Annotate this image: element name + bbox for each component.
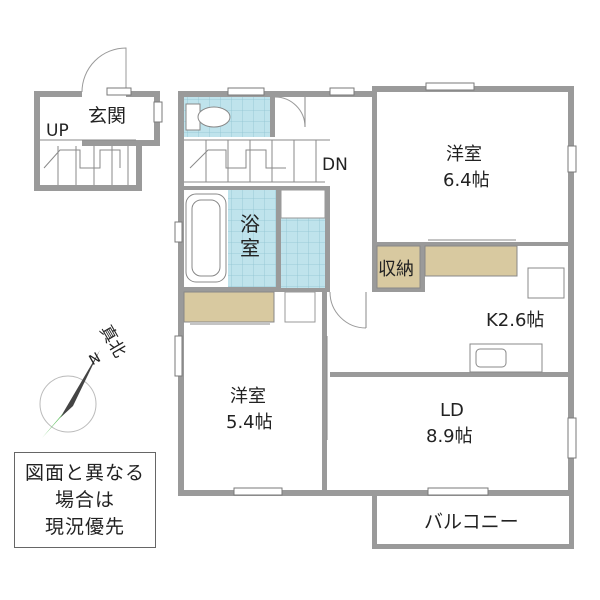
label-storage: 収納: [378, 259, 414, 280]
label-genkan: 玄関: [88, 105, 126, 127]
label-yoshitsu1-name: 洋室: [446, 144, 482, 165]
label-kitchen: K2.6帖: [486, 310, 544, 331]
note-box: 図面と異なる 場合は 現況優先: [14, 452, 156, 548]
kitchen-fixtures: [469, 267, 565, 373]
balcony: バルコニー: [372, 496, 574, 549]
compass: N 真北: [39, 322, 130, 438]
label-yoshitsu1-size: 6.4帖: [443, 170, 490, 191]
label-up: UP: [46, 121, 69, 141]
compass-label: 真北: [95, 322, 129, 361]
entrance-block: UP 玄関: [34, 47, 160, 191]
label-ld-size: 8.9帖: [426, 426, 473, 447]
label-dn: DN: [322, 155, 348, 175]
label-balcony: バルコニー: [424, 511, 519, 533]
bathroom: 浴 室: [185, 189, 326, 323]
compass-north: N: [87, 350, 104, 369]
main-stairs: DN: [184, 139, 348, 183]
label-bath-2: 室: [240, 236, 260, 260]
doors: [190, 239, 516, 440]
label-yoshitsu2-name: 洋室: [230, 386, 266, 407]
toilet: [184, 96, 306, 137]
entrance-stairs: [40, 139, 136, 185]
note-line-3: 現況優先: [44, 515, 125, 538]
compass-needle-icon: [60, 350, 100, 418]
closets: 収納: [183, 245, 518, 323]
label-ld-name: LD: [440, 400, 464, 421]
label-bath-1: 浴: [240, 212, 260, 236]
label-yoshitsu2-size: 5.4帖: [226, 412, 273, 433]
main-walls: [178, 86, 574, 496]
note-line-2: 場合は: [54, 488, 115, 511]
note-line-1: 図面と異なる: [24, 461, 145, 484]
windows: [106, 82, 577, 496]
